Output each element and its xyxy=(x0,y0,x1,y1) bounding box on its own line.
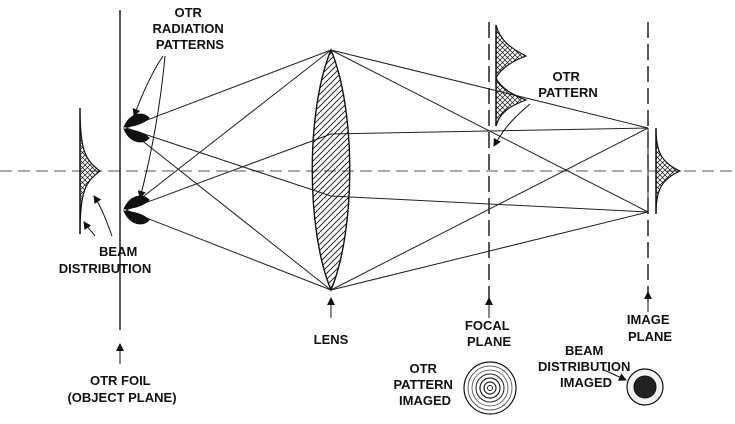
label-otr-foil: OTR FOIL (OBJECT PLANE) xyxy=(67,373,176,405)
ray-bundle xyxy=(125,49,649,291)
label-otr-pattern-imaged: OTR PATTERN IMAGED xyxy=(393,361,456,408)
ray xyxy=(330,127,649,291)
lens-shape xyxy=(311,48,351,292)
ray xyxy=(125,127,332,291)
otr-radiation-lobes-top xyxy=(123,113,150,143)
label-beam-distribution: BEAM DISTRIBUTION xyxy=(59,244,151,276)
arrow-otr-pattern xyxy=(493,103,531,147)
ray xyxy=(330,211,649,291)
ray xyxy=(125,209,332,291)
otr-pattern-imaged-icon xyxy=(463,361,517,415)
label-beam-distribution-imaged: BEAM DISTRIBUTION IMAGED xyxy=(538,343,634,390)
beam-distribution-imaged-icon xyxy=(626,368,664,406)
arrow-beam-distribution-foil xyxy=(93,195,113,237)
ray xyxy=(330,49,649,129)
arrow-radiation-bottom xyxy=(137,55,166,199)
label-otr-pattern: OTR PATTERN xyxy=(538,69,597,100)
arrow-radiation-top xyxy=(132,55,164,117)
beam-distribution-curve xyxy=(79,107,102,235)
arrow-beam-imaged xyxy=(603,369,627,381)
image-plane-distribution-curve xyxy=(655,127,682,215)
ray xyxy=(125,133,332,211)
ray xyxy=(125,49,332,129)
label-otr-radiation-patterns: OTR RADIATION PATTERNS xyxy=(153,5,228,52)
ray xyxy=(125,49,332,211)
ray xyxy=(330,127,649,135)
ray xyxy=(330,195,649,213)
label-focal-plane: FOCAL PLANE xyxy=(465,318,513,349)
otr-radiation-lobes-bottom xyxy=(123,195,150,225)
label-image-plane: IMAGE PLANE xyxy=(627,312,673,344)
ray xyxy=(125,127,332,197)
label-lens: LENS xyxy=(314,332,349,347)
arrow-beam-distribution-curve xyxy=(83,221,96,237)
